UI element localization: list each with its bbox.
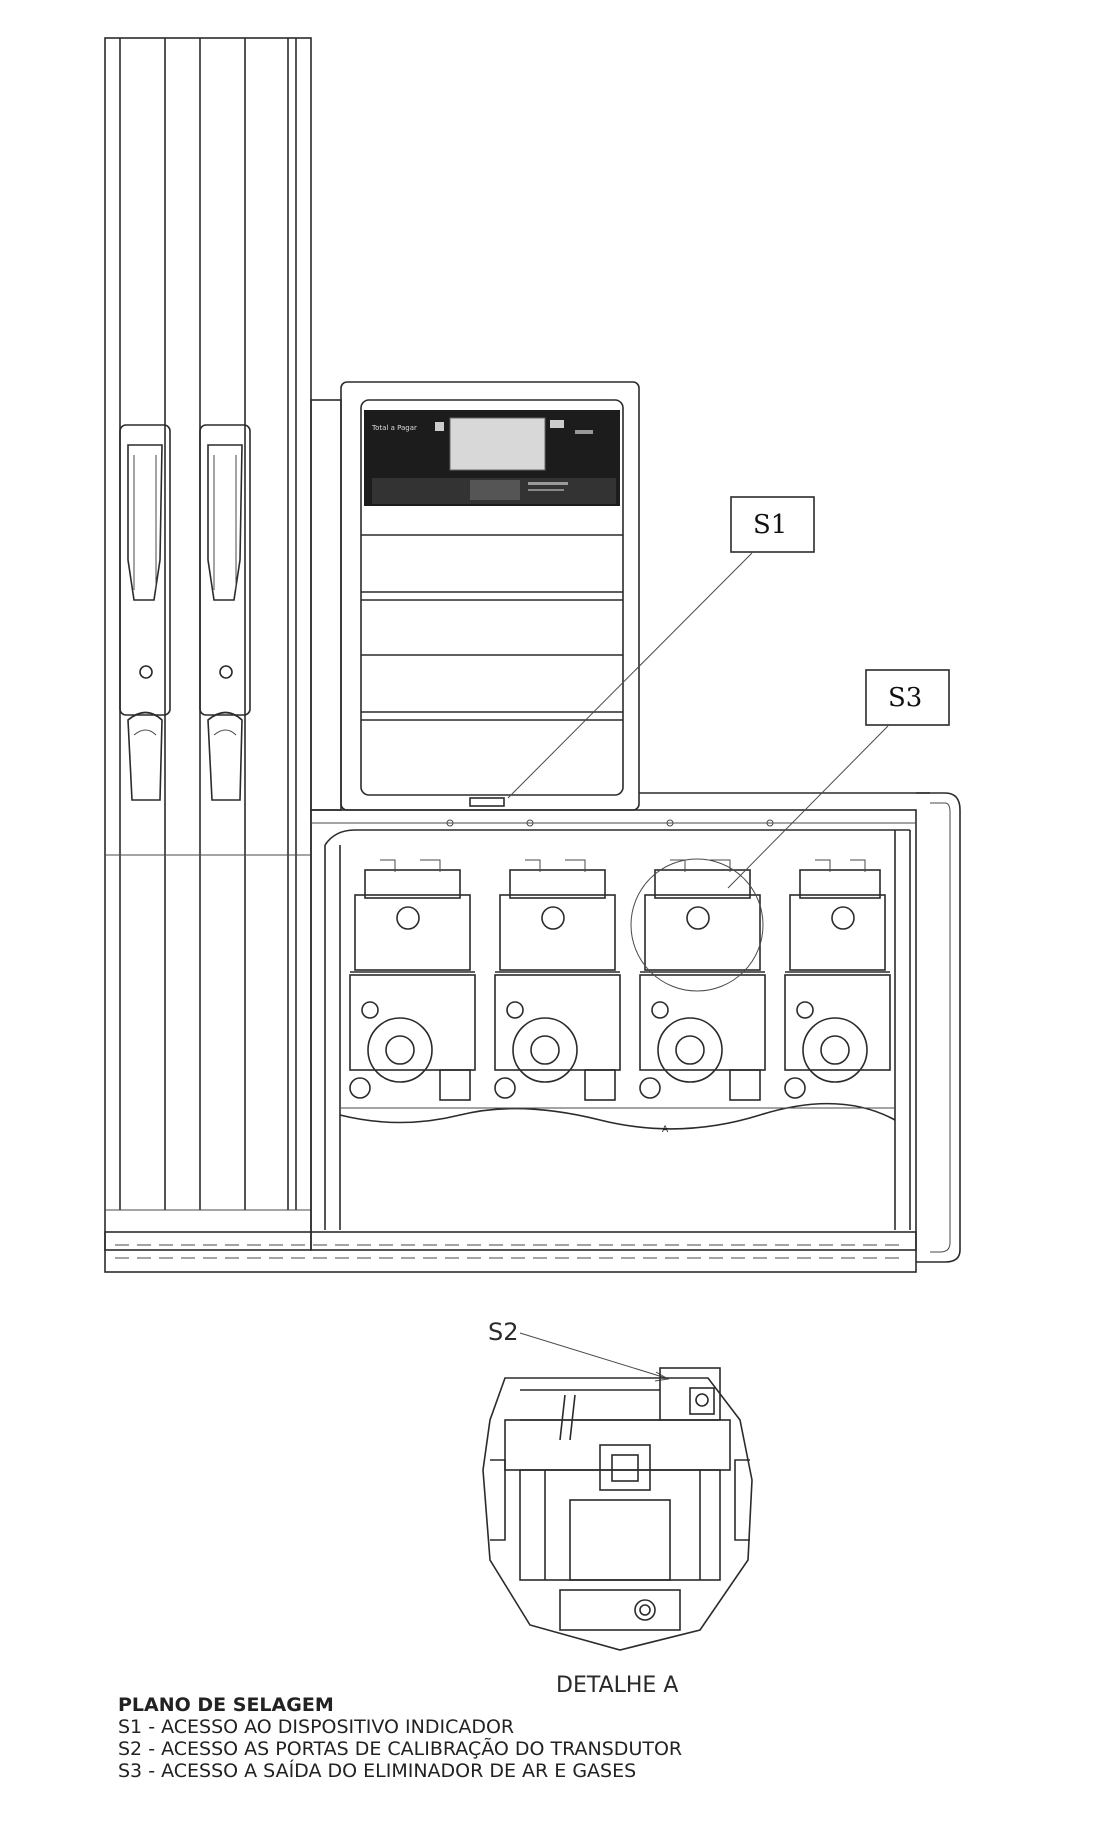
nozzle-column — [104, 37, 312, 1251]
meter-3 — [630, 858, 766, 1101]
nozzle-holster-2 — [199, 424, 251, 801]
callout-s3: S3 — [727, 669, 950, 889]
detail-a-circle — [630, 858, 764, 992]
legend-item-s2: S2 - ACESSO AS PORTAS DE CALIBRAÇÃO DO T… — [118, 1738, 683, 1760]
legend-item-s3: S3 - ACESSO A SAÍDA DO ELIMINADOR DE AR … — [118, 1760, 637, 1782]
display-brand-text: Total a Pagar — [371, 424, 417, 432]
detail-a-caption: DETALHE A — [556, 1673, 678, 1698]
callout-s3-label: S3 — [888, 683, 922, 713]
sealing-plan-legend: PLANO DE SELAGEM S1 - ACESSO AO DISPOSIT… — [118, 1694, 682, 1782]
detail-a-view: S2 DETALHE A — [482, 1318, 753, 1698]
detail-a-marker: A — [662, 1125, 669, 1135]
callout-s1-label: S1 — [753, 510, 787, 540]
legend-title: PLANO DE SELAGEM — [118, 1694, 334, 1716]
meter-4 — [784, 859, 891, 1099]
callout-s1: S1 — [507, 496, 815, 799]
nozzle-holster-1 — [119, 424, 171, 801]
meter-2 — [494, 859, 621, 1101]
meter-1 — [349, 859, 476, 1101]
legend-item-s1: S1 - ACESSO AO DISPOSITIVO INDICADOR — [118, 1716, 515, 1738]
hydraulic-cabinet: A — [104, 792, 961, 1273]
callout-s2-label: S2 — [488, 1318, 519, 1346]
display-head: Total a Pagar — [310, 381, 640, 811]
